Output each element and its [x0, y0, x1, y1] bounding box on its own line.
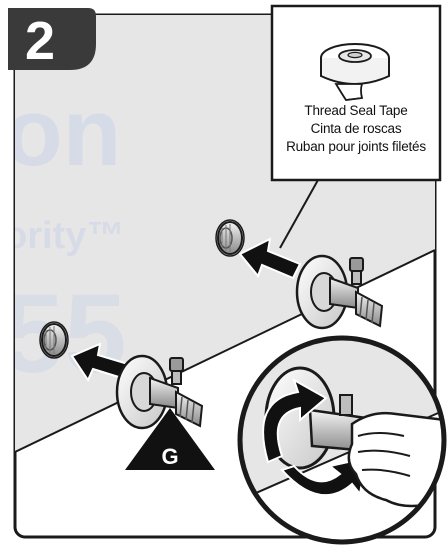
callout-label-fr: Ruban pour joints filetés	[276, 138, 436, 156]
step-badge: 2	[8, 8, 96, 71]
watermark-line-1: on	[4, 79, 121, 186]
g-marker-label: G	[161, 444, 178, 469]
callout-label-en: Thread Seal Tape	[276, 102, 436, 120]
callout-text: Thread Seal Tape Cinta de roscas Ruban p…	[276, 102, 436, 156]
pipe-stub-icon	[216, 220, 244, 256]
step-number: 2	[25, 11, 55, 71]
pipe-stub-icon	[40, 322, 68, 358]
watermark-line-2: ority™	[4, 215, 124, 257]
callout-label-es: Cinta de roscas	[276, 120, 436, 138]
